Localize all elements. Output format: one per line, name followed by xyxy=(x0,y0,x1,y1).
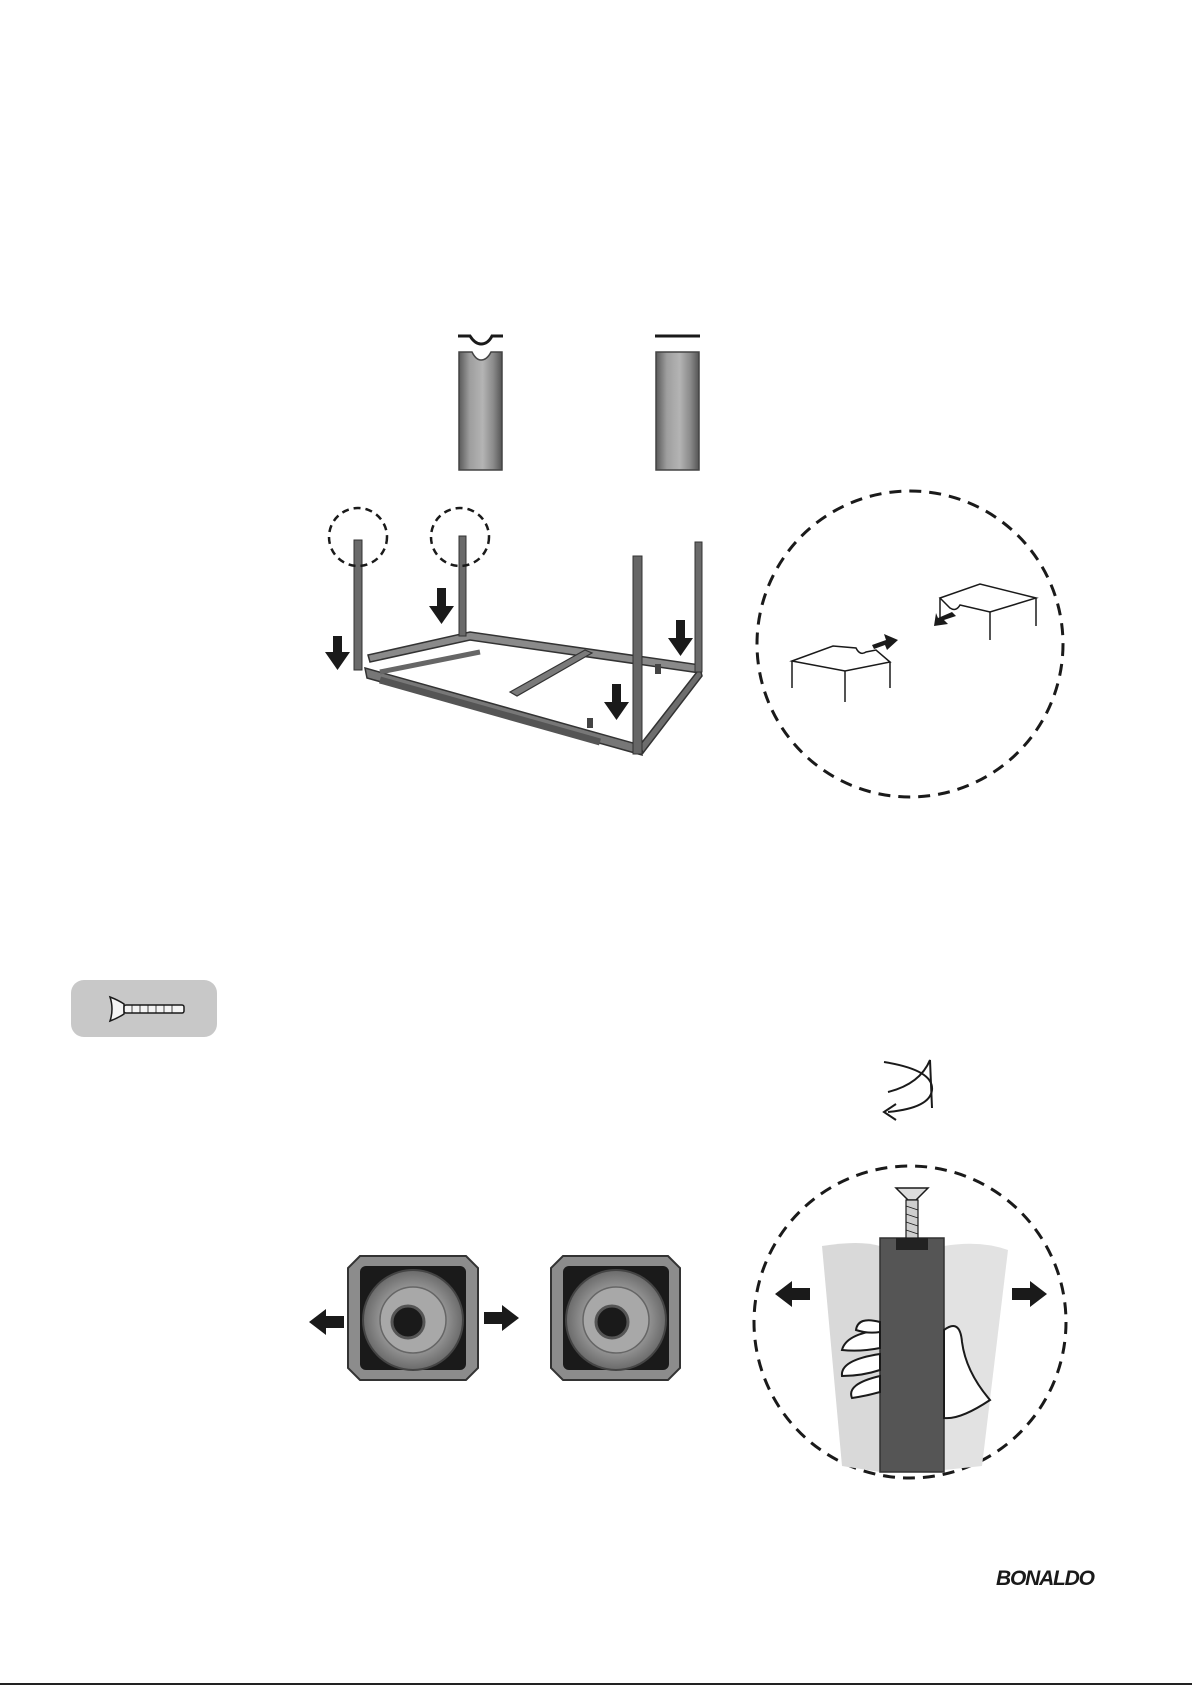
right-arrow-icon xyxy=(872,634,898,650)
left-arrow-icon xyxy=(775,1281,810,1307)
frame-leg-front-left xyxy=(354,540,362,670)
right-arrow-icon xyxy=(484,1305,519,1331)
leg-profile-notched xyxy=(458,336,503,470)
frame-leg-front-right xyxy=(633,556,642,754)
down-arrow-icon xyxy=(325,636,350,670)
leg-foot-bottom-view-1 xyxy=(348,1256,478,1380)
screw-icon xyxy=(896,1188,928,1238)
corner-notch-diagram-left xyxy=(792,646,890,702)
frame-leg-back-right xyxy=(695,542,702,672)
rotate-arrow-icon xyxy=(884,1060,932,1120)
corner-notch-diagram-right xyxy=(940,584,1036,640)
left-arrow-icon xyxy=(934,612,956,626)
detail-circle-corner-notches xyxy=(757,491,1063,797)
left-arrow-icon xyxy=(309,1309,344,1335)
right-arrow-icon xyxy=(1012,1281,1047,1307)
down-arrow-icon xyxy=(429,588,454,624)
leg-profile-plain xyxy=(655,336,700,470)
leg-post xyxy=(880,1238,944,1472)
brand-logo: BONALDO xyxy=(996,1567,1094,1591)
down-arrow-icon xyxy=(604,684,629,720)
table-frame xyxy=(365,632,702,755)
leg-foot-bottom-view-2 xyxy=(551,1256,680,1380)
down-arrow-icon xyxy=(668,620,693,656)
hardware-badge xyxy=(71,980,217,1037)
frame-leg-back-left xyxy=(459,536,466,636)
